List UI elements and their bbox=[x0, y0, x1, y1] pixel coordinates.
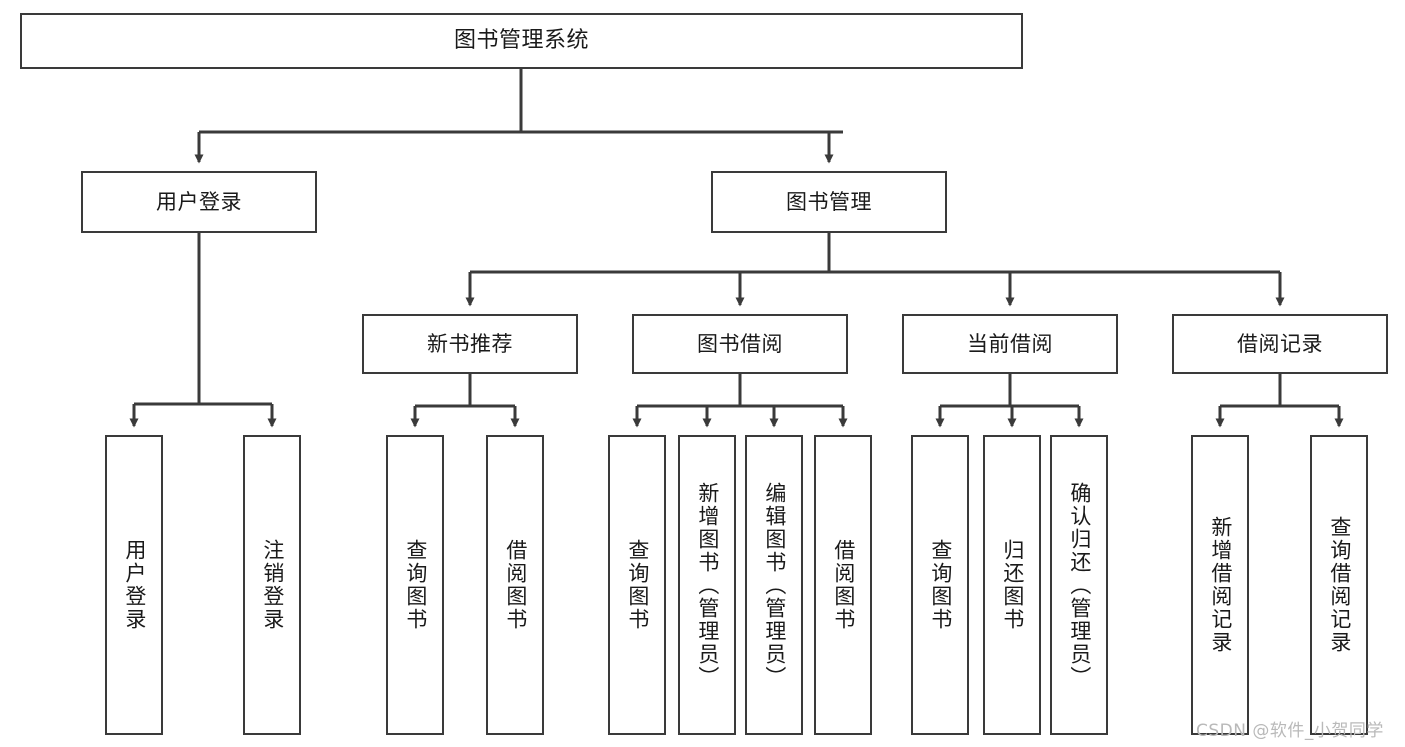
node-label: 借阅图书 bbox=[503, 539, 528, 631]
node-user-login[interactable]: 用户登录 bbox=[81, 171, 317, 233]
node-label: 图书管理 bbox=[786, 189, 872, 214]
node-label: 编辑图书（管理员） bbox=[762, 481, 787, 689]
node-book-borrow[interactable]: 图书借阅 bbox=[632, 314, 848, 374]
node-label: 查询图书 bbox=[625, 539, 650, 631]
node-label: 查询图书 bbox=[928, 539, 953, 631]
node-label: 注销登录 bbox=[260, 539, 285, 631]
node-label: 归还图书 bbox=[1000, 539, 1025, 631]
node-leaf-add-book-admin[interactable]: 新增图书（管理员） bbox=[678, 435, 736, 735]
node-book-management[interactable]: 图书管理 bbox=[711, 171, 947, 233]
node-label: 当前借阅 bbox=[967, 331, 1053, 356]
node-label: 图书借阅 bbox=[697, 331, 783, 356]
node-label: 借阅图书 bbox=[831, 539, 856, 631]
node-borrow-record[interactable]: 借阅记录 bbox=[1172, 314, 1388, 374]
node-label: 用户登录 bbox=[122, 539, 147, 631]
node-label: 查询借阅记录 bbox=[1327, 516, 1352, 654]
node-root-system[interactable]: 图书管理系统 bbox=[20, 13, 1023, 69]
node-leaf-add-borrow-record[interactable]: 新增借阅记录 bbox=[1191, 435, 1249, 735]
node-leaf-query-borrow-record[interactable]: 查询借阅记录 bbox=[1310, 435, 1368, 735]
node-leaf-confirm-return-admin[interactable]: 确认归还（管理员） bbox=[1050, 435, 1108, 735]
node-label: 新增借阅记录 bbox=[1208, 516, 1233, 654]
node-leaf-edit-book-admin[interactable]: 编辑图书（管理员） bbox=[745, 435, 803, 735]
node-leaf-logout[interactable]: 注销登录 bbox=[243, 435, 301, 735]
node-leaf-borrow-book-rec[interactable]: 借阅图书 bbox=[486, 435, 544, 735]
node-label: 图书管理系统 bbox=[453, 27, 589, 53]
node-leaf-query-book-rec[interactable]: 查询图书 bbox=[386, 435, 444, 735]
node-label: 新书推荐 bbox=[427, 331, 513, 356]
node-label: 用户登录 bbox=[156, 189, 242, 214]
node-leaf-query-book-borrow[interactable]: 查询图书 bbox=[608, 435, 666, 735]
node-label: 确认归还（管理员） bbox=[1067, 481, 1092, 689]
node-leaf-borrow-book[interactable]: 借阅图书 bbox=[814, 435, 872, 735]
node-label: 借阅记录 bbox=[1237, 331, 1323, 356]
csdn-watermark: CSDN @软件_小贺同学 bbox=[1196, 721, 1384, 741]
node-label: 新增图书（管理员） bbox=[695, 481, 720, 689]
node-label: 查询图书 bbox=[403, 539, 428, 631]
node-leaf-query-book-current[interactable]: 查询图书 bbox=[911, 435, 969, 735]
node-current-borrow[interactable]: 当前借阅 bbox=[902, 314, 1118, 374]
node-new-book-recommend[interactable]: 新书推荐 bbox=[362, 314, 578, 374]
node-leaf-return-book[interactable]: 归还图书 bbox=[983, 435, 1041, 735]
node-leaf-user-login[interactable]: 用户登录 bbox=[105, 435, 163, 735]
